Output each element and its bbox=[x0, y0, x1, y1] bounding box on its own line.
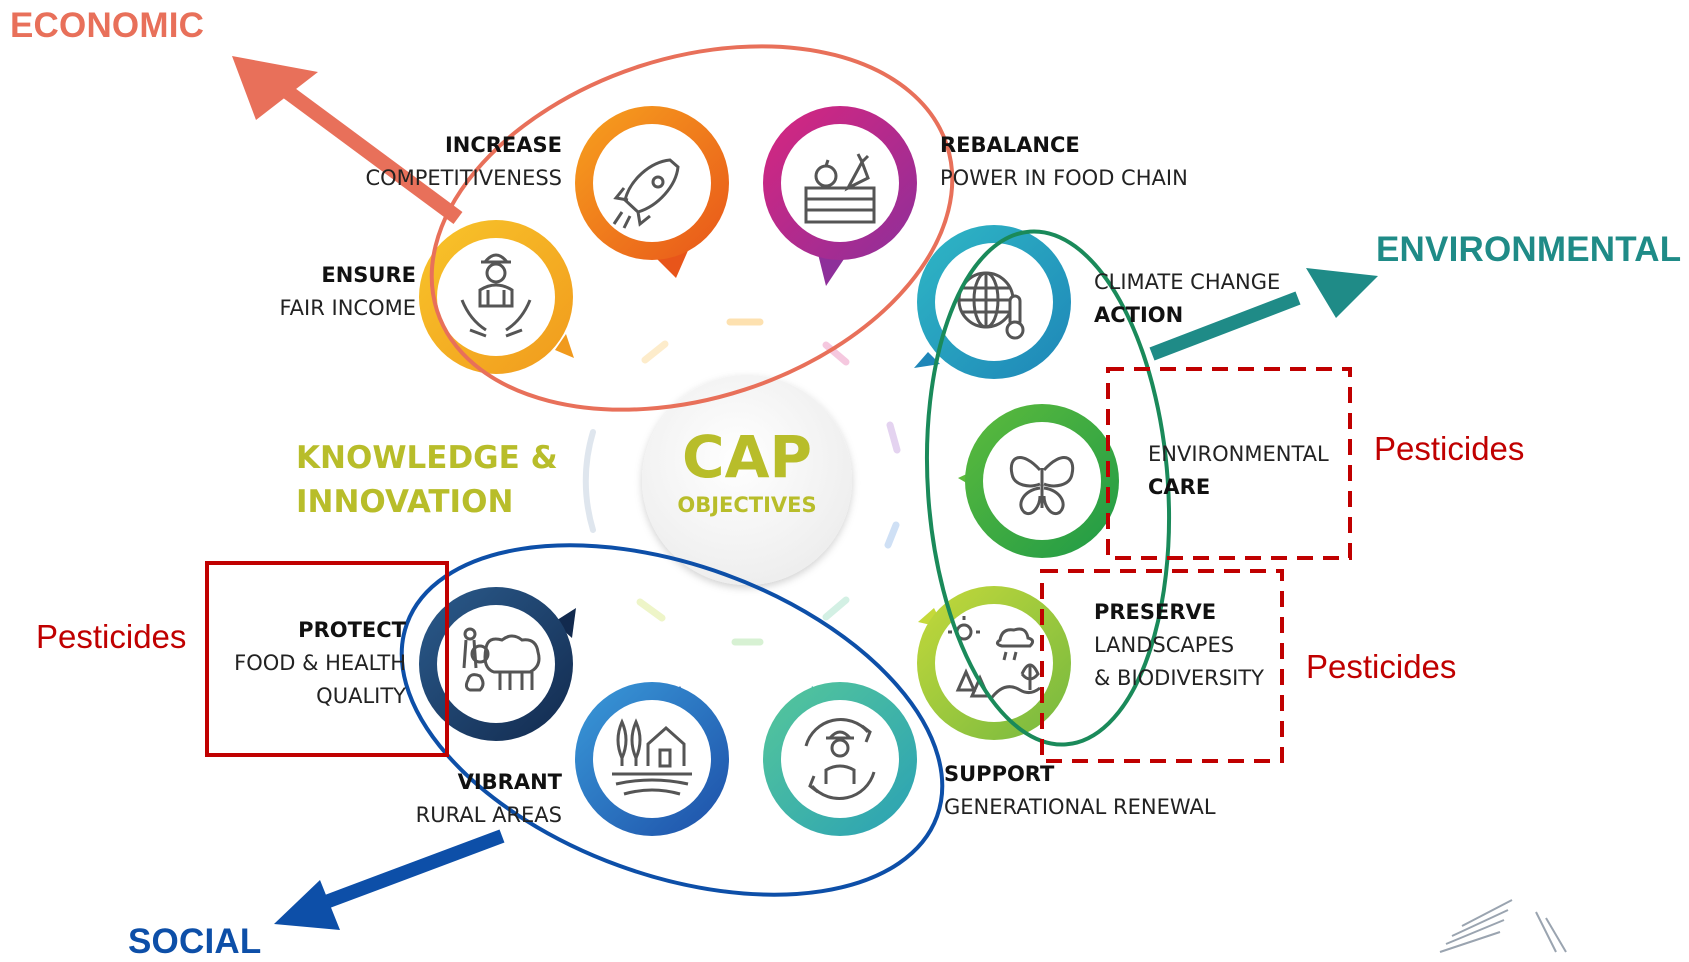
pesticides-label-food: Pesticides bbox=[36, 618, 187, 655]
social-arrow bbox=[274, 829, 505, 930]
pesticides-label-landscapes: Pesticides bbox=[1306, 648, 1457, 685]
landscapes-text: LANDSCAPES bbox=[1094, 633, 1235, 657]
butterfly-icon bbox=[1009, 456, 1075, 515]
environmental-label: ENVIRONMENTAL bbox=[1376, 230, 1682, 269]
produce-crate-icon bbox=[804, 153, 876, 224]
environment-bold: CARE bbox=[1148, 475, 1211, 499]
knowledge-line-1: KNOWLEDGE & bbox=[296, 440, 558, 476]
food-text-2: QUALITY bbox=[316, 684, 406, 708]
farmer-cycle-icon bbox=[804, 718, 876, 800]
income-bold: ENSURE bbox=[321, 263, 416, 287]
center-circle bbox=[642, 375, 852, 585]
label-landscapes: PRESERVE LANDSCAPES & BIODIVERSITY bbox=[1094, 596, 1264, 695]
pesticides-box-environment bbox=[1106, 367, 1352, 560]
generational-bold: SUPPORT bbox=[944, 762, 1055, 786]
farmhouse-icon bbox=[612, 718, 692, 796]
knowledge-line-2: INNOVATION bbox=[296, 484, 514, 520]
rebalance-bold: REBALANCE bbox=[940, 133, 1080, 157]
rural-text: RURAL AREAS bbox=[415, 803, 562, 827]
label-food: PROTECT FOOD & HEALTH QUALITY bbox=[214, 614, 406, 713]
competitiveness-bold: INCREASE bbox=[444, 133, 562, 157]
rural-bold: VIBRANT bbox=[457, 770, 562, 794]
globe-thermometer-icon bbox=[957, 271, 1025, 340]
environment-text: ENVIRONMENTAL bbox=[1148, 442, 1329, 466]
objective-bubble-generational bbox=[763, 682, 917, 836]
income-text: FAIR INCOME bbox=[279, 296, 416, 320]
economic-group-ellipse bbox=[429, 44, 955, 412]
pesticides-box-food bbox=[205, 561, 449, 757]
cap-subtitle: OBJECTIVES bbox=[677, 493, 817, 517]
objective-bubble-competitiveness bbox=[575, 106, 729, 278]
objective-bubble-rural bbox=[575, 682, 729, 836]
objective-bubble-food bbox=[419, 587, 576, 741]
objective-bubble-landscapes bbox=[917, 586, 1071, 740]
pesticides-box-landscapes bbox=[1040, 569, 1284, 763]
environmental-arrow bbox=[1149, 268, 1378, 361]
objective-bubble-rebalance bbox=[763, 106, 917, 286]
label-environment: ENVIRONMENTAL CARE bbox=[1148, 438, 1329, 504]
label-generational: SUPPORT GENERATIONAL RENEWAL bbox=[944, 758, 1216, 824]
label-rebalance: REBALANCE POWER IN FOOD CHAIN bbox=[940, 129, 1188, 195]
rebalance-text: POWER IN FOOD CHAIN bbox=[940, 166, 1188, 190]
rocket-icon bbox=[612, 158, 680, 229]
climate-text: CLIMATE CHANGE bbox=[1094, 270, 1281, 294]
objective-bubble-climate bbox=[914, 225, 1071, 379]
food-text: FOOD & HEALTH bbox=[234, 651, 406, 675]
economic-arrow bbox=[232, 56, 463, 225]
social-label: SOCIAL bbox=[128, 922, 262, 961]
objective-bubble-income bbox=[419, 220, 574, 374]
landscapes-text-2: & BIODIVERSITY bbox=[1094, 666, 1264, 690]
objective-bubble-environment bbox=[958, 404, 1119, 558]
knowledge-innovation-label: KNOWLEDGE & INNOVATION bbox=[296, 436, 558, 524]
label-competitiveness: INCREASE COMPETITIVENESS bbox=[330, 129, 562, 195]
inner-dashed-ring bbox=[582, 318, 901, 646]
social-group-ellipse bbox=[399, 543, 945, 897]
environmental-group-ellipse bbox=[924, 229, 1172, 747]
climate-bold: ACTION bbox=[1094, 303, 1184, 327]
eu-logo bbox=[1439, 899, 1567, 953]
food-bold: PROTECT bbox=[298, 618, 406, 642]
center-title: CAP OBJECTIVES bbox=[642, 424, 852, 520]
farmer-hands-icon bbox=[460, 253, 532, 338]
cap-title: CAP bbox=[682, 423, 812, 491]
economic-label: ECONOMIC bbox=[10, 6, 205, 45]
livestock-icon bbox=[462, 627, 541, 692]
label-income: ENSURE FAIR INCOME bbox=[250, 259, 416, 325]
pesticides-label-environment: Pesticides bbox=[1374, 430, 1525, 467]
generational-text: GENERATIONAL RENEWAL bbox=[944, 795, 1216, 819]
landscapes-bold: PRESERVE bbox=[1094, 600, 1217, 624]
label-climate: CLIMATE CHANGE ACTION bbox=[1094, 266, 1280, 332]
label-rural: VIBRANT RURAL AREAS bbox=[380, 766, 562, 832]
competitiveness-text: COMPETITIVENESS bbox=[365, 166, 562, 190]
